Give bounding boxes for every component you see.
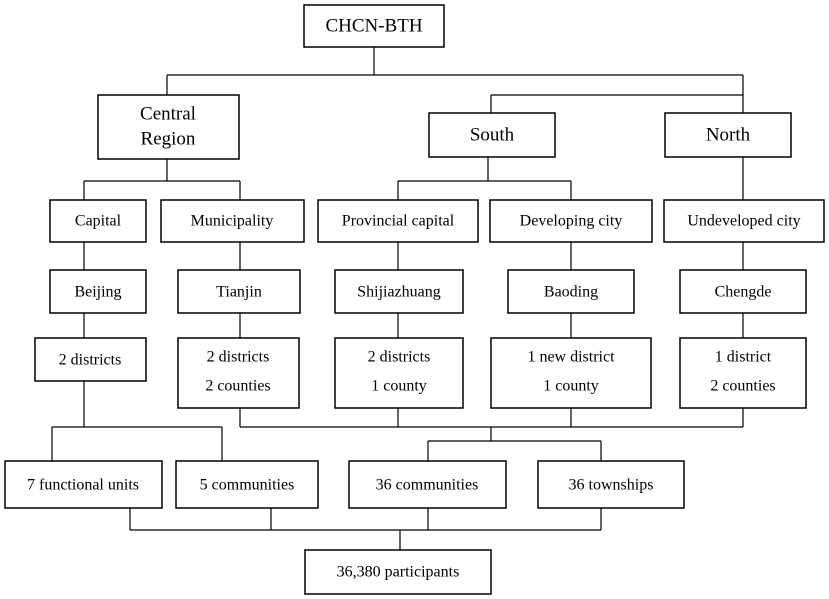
node-tianjin-units-label-1: 2 districts (207, 349, 270, 366)
node-provincial-capital: Provincial capital (317, 199, 479, 243)
node-shijiazhuang-units-label-2: 1 county (371, 378, 427, 395)
node-central-region-label-2: Region (141, 129, 196, 150)
node-undeveloped-city-label: Undeveloped city (687, 213, 800, 230)
node-tianjin-units: 2 districts 2 counties (177, 337, 300, 409)
node-tianjin-label: Tianjin (216, 284, 262, 301)
node-36-townships-label: 36 townships (569, 477, 654, 494)
node-36-communities-label: 36 communities (376, 477, 479, 494)
node-baoding-units-label-1: 1 new district (527, 349, 615, 366)
node-capital-label: Capital (75, 213, 122, 230)
node-36-communities: 36 communities (348, 460, 507, 509)
node-tianjin-units-label-2: 2 counties (205, 378, 270, 395)
node-beijing: Beijing (49, 269, 147, 314)
node-5-communities: 5 communities (175, 460, 319, 509)
node-shijiazhuang-label: Shijiazhuang (357, 284, 441, 301)
node-beijing-label: Beijing (74, 284, 121, 301)
node-root-label: CHCN-BTH (325, 16, 422, 37)
node-central-region-label-1: Central (140, 104, 196, 125)
node-36-townships: 36 townships (537, 460, 685, 509)
node-5-communities-label: 5 communities (200, 477, 295, 494)
node-undeveloped-city: Undeveloped city (663, 199, 825, 243)
node-capital: Capital (49, 199, 147, 243)
node-baoding: Baoding (507, 269, 635, 314)
node-south: South (428, 112, 556, 158)
node-shijiazhuang-units-label-1: 2 districts (368, 349, 431, 366)
node-north-label: North (706, 125, 751, 146)
node-functional-units: 7 functional units (4, 460, 163, 509)
node-developing-city-label: Developing city (520, 213, 623, 230)
node-baoding-units-label-2: 1 county (543, 378, 599, 395)
node-developing-city: Developing city (489, 199, 653, 243)
node-baoding-units: 1 new district 1 county (490, 337, 652, 409)
node-shijiazhuang: Shijiazhuang (334, 269, 464, 314)
node-chengde-label: Chengde (715, 284, 772, 301)
node-root: CHCN-BTH (303, 4, 445, 48)
node-beijing-units: 2 districts (34, 337, 147, 382)
node-chengde-units-label-2: 2 counties (710, 378, 775, 395)
node-south-label: South (470, 125, 515, 146)
node-north: North (664, 112, 792, 158)
node-participants-label: 36,380 participants (337, 564, 460, 581)
node-beijing-units-label: 2 districts (59, 352, 122, 369)
node-chengde-units-label-1: 1 district (715, 349, 772, 366)
node-participants: 36,380 participants (304, 549, 492, 595)
node-central-region: Central Region (97, 94, 240, 160)
node-municipality-label: Municipality (191, 213, 274, 230)
node-functional-units-label: 7 functional units (27, 477, 139, 494)
node-chengde: Chengde (679, 269, 807, 314)
node-shijiazhuang-units: 2 districts 1 county (334, 337, 464, 409)
node-municipality: Municipality (160, 199, 305, 243)
node-provincial-capital-label: Provincial capital (342, 213, 455, 230)
connector-lines (51, 47, 744, 550)
node-chengde-units: 1 district 2 counties (679, 337, 807, 409)
node-tianjin: Tianjin (177, 269, 301, 314)
node-baoding-label: Baoding (544, 284, 598, 301)
